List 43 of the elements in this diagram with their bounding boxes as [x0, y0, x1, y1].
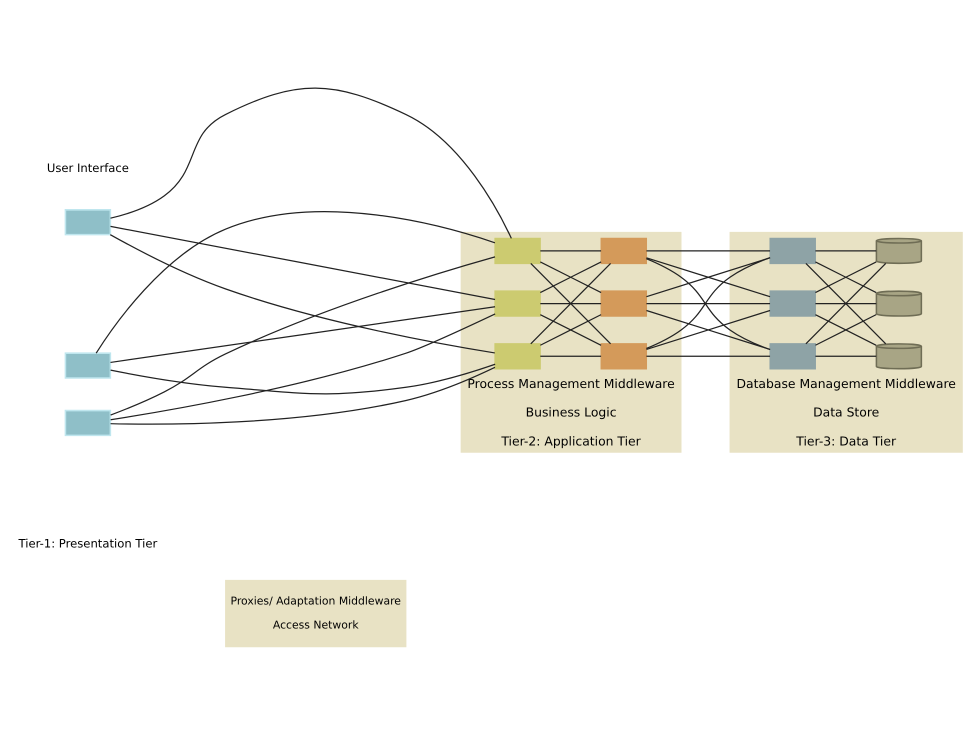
connector [646, 302, 770, 304]
connector [530, 262, 612, 344]
connector [540, 314, 602, 346]
connector [110, 364, 496, 394]
node-box [494, 238, 541, 264]
connector [646, 257, 770, 298]
node-box [600, 343, 648, 370]
node-box [64, 209, 112, 236]
connector [815, 302, 876, 304]
connector [815, 356, 876, 357]
node-box [64, 352, 112, 379]
node-box: Proxies/ Adaptation Middleware Access Network [225, 580, 406, 648]
cluster: Database Management Middleware Data Store Tier-3: Data Tier [730, 232, 963, 453]
label: Tier-1: Presentation Tier [18, 536, 158, 550]
connector [110, 306, 496, 364]
connector [646, 356, 770, 357]
connector [540, 302, 602, 304]
cluster: Process Management Middleware Business Logic Tier-2: Application Tier [460, 232, 682, 453]
connector [110, 88, 512, 239]
connector [815, 314, 876, 346]
connector [110, 313, 496, 420]
connector [110, 226, 496, 300]
connector [646, 310, 770, 350]
node-box [494, 290, 541, 317]
connector [96, 211, 496, 354]
connector [646, 250, 770, 252]
connector [540, 250, 602, 252]
connector [110, 366, 496, 425]
node-box [64, 410, 112, 436]
node-box [769, 290, 816, 317]
node-box [600, 238, 648, 264]
connector [540, 261, 602, 294]
node-box [494, 343, 541, 370]
connector [540, 356, 602, 357]
connector [110, 234, 495, 354]
connector [815, 250, 876, 252]
connector [805, 262, 886, 344]
label: User Interface [46, 161, 129, 176]
connector [815, 261, 876, 294]
node-box [600, 290, 648, 317]
node-box [769, 343, 816, 370]
connector [110, 256, 496, 416]
node-box [769, 238, 816, 264]
